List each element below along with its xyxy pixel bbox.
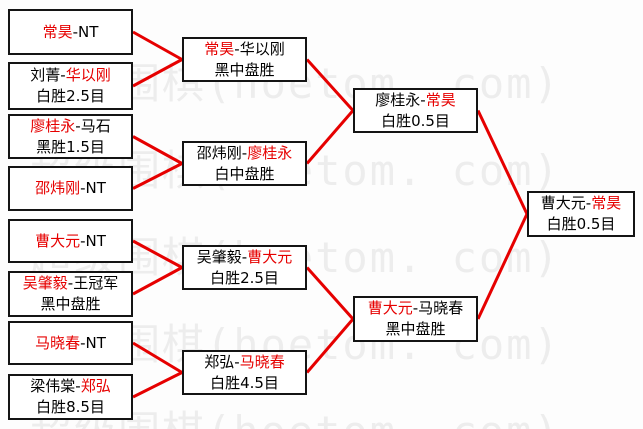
match-result: 黑中盘胜: [385, 320, 446, 338]
player-name: -NT: [72, 22, 99, 41]
match-box-Q2: 邵炜刚-廖桂永白中盘胜: [182, 141, 307, 186]
connector-line-L4-to-Q2: [132, 162, 183, 190]
winner-name: 曹大元: [247, 247, 293, 266]
match-result: 白胜2.5目: [210, 268, 279, 287]
match-players: 曹大元-常昊: [541, 193, 621, 214]
match-result: 白中盘胜: [214, 164, 275, 183]
match-players: 邵炜刚-NT: [35, 178, 106, 199]
match-box-L8: 梁伟棠-郑弘白胜8.5目: [8, 374, 133, 420]
match-players: 梁伟棠-郑弘: [30, 376, 110, 397]
match-box-Q3: 吴肇毅-曹大元白胜2.5目: [182, 245, 307, 290]
connector-line-L2-to-Q1: [132, 58, 183, 88]
winner-name: 常昊: [204, 39, 235, 58]
match-box-L6: 吴肇毅-王冠军黑中盘胜: [8, 271, 133, 317]
player-name: 刘菁-: [30, 66, 66, 84]
connector-line-L8-to-Q4: [132, 371, 183, 399]
match-box-L3: 廖桂永-马石黑胜1.5目: [8, 114, 133, 159]
match-players: 廖桂永-马石: [30, 116, 110, 137]
match-box-Q4: 郑弘-马晓春白胜4.5目: [182, 350, 307, 395]
match-box-L1: 常昊-NT: [8, 9, 133, 55]
player-name: -马晓春: [412, 299, 464, 317]
match-result: 白胜4.5目: [210, 373, 279, 392]
match-result: 白胜0.5目: [546, 215, 616, 233]
match-box-Q1: 常昊-华以刚黑中盘胜: [182, 37, 307, 82]
match-box-L2: 刘菁-华以刚白胜2.5目: [8, 62, 133, 110]
match-box-S2: 曹大元-马晓春黑中盘胜: [353, 296, 478, 342]
player-name: -王冠军: [67, 274, 119, 292]
match-players: 马晓春-NT: [35, 333, 106, 354]
player-name: 梁伟棠-: [30, 377, 81, 395]
connector-line-L3-to-Q2: [132, 135, 183, 165]
connector-line-L6-to-Q3: [132, 266, 183, 296]
player-name: 吴肇毅-: [196, 247, 248, 266]
player-name: -NT: [80, 231, 106, 250]
connector-line-L5-to-Q3: [132, 239, 183, 269]
match-box-L4: 邵炜刚-NT: [8, 166, 133, 211]
player-name: -华以刚: [234, 39, 285, 58]
player-name: -NT: [80, 179, 106, 197]
connector-line-Q2-to-S1: [305, 109, 355, 165]
match-players: 邵炜刚-廖桂永: [197, 143, 292, 164]
winner-name: 常昊: [425, 90, 456, 109]
player-name: 郑弘-: [204, 352, 240, 371]
winner-name: 马晓春: [35, 333, 81, 352]
winner-name: 吴肇毅: [22, 274, 68, 292]
winner-name: 常昊: [591, 194, 622, 212]
match-result: 白胜8.5目: [36, 398, 105, 416]
connector-line-Q3-to-S2: [305, 266, 355, 320]
winner-name: 华以刚: [65, 66, 111, 84]
match-result: 黑胜1.5目: [36, 137, 105, 156]
match-players: 吴肇毅-王冠军: [23, 273, 118, 294]
winner-name: 曹大元: [35, 231, 81, 250]
match-players: 曹大元-NT: [35, 231, 106, 252]
match-result: 白胜2.5目: [36, 87, 105, 105]
winner-name: 廖桂永: [30, 116, 76, 135]
match-result: 白胜0.5目: [381, 111, 450, 130]
connector-line-L1-to-Q1: [132, 30, 183, 61]
winner-name: 常昊: [42, 22, 73, 41]
connector-line-Q4-to-S2: [305, 318, 355, 374]
winner-name: 马晓春: [239, 352, 285, 371]
match-players: 曹大元-马晓春: [368, 298, 463, 319]
winner-name: 廖桂永: [247, 143, 293, 162]
match-players: 常昊-NT: [43, 22, 99, 43]
match-box-S1: 廖桂永-常昊白胜0.5目: [353, 88, 478, 133]
connector-line-S2-to-F1: [476, 213, 529, 320]
match-players: 吴肇毅-曹大元: [197, 247, 292, 268]
match-result: 黑中盘胜: [40, 295, 101, 313]
match-box-L7: 马晓春-NT: [8, 321, 133, 365]
match-players: 刘菁-华以刚: [30, 65, 110, 86]
match-players: 廖桂永-常昊: [375, 90, 455, 111]
player-name: -马石: [75, 116, 111, 135]
player-name: 邵炜刚-: [196, 143, 248, 162]
player-name: -NT: [80, 333, 106, 352]
match-box-F1: 曹大元-常昊白胜0.5目: [527, 191, 635, 237]
player-name: 廖桂永-: [375, 90, 426, 109]
winner-name: 郑弘: [80, 377, 111, 395]
connector-line-Q1-to-S1: [305, 58, 355, 112]
watermark-text: 超级围棋(hoetom. com): [30, 398, 561, 429]
match-players: 常昊-华以刚: [204, 39, 284, 60]
connector-line-S1-to-F1: [476, 109, 529, 215]
winner-name: 邵炜刚: [35, 179, 81, 197]
match-box-L5: 曹大元-NT: [8, 219, 133, 263]
connector-line-L7-to-Q4: [132, 341, 183, 374]
match-result: 黑中盘胜: [214, 60, 275, 79]
winner-name: 曹大元: [367, 299, 413, 317]
player-name: 曹大元-: [540, 194, 592, 212]
match-players: 郑弘-马晓春: [204, 352, 284, 373]
